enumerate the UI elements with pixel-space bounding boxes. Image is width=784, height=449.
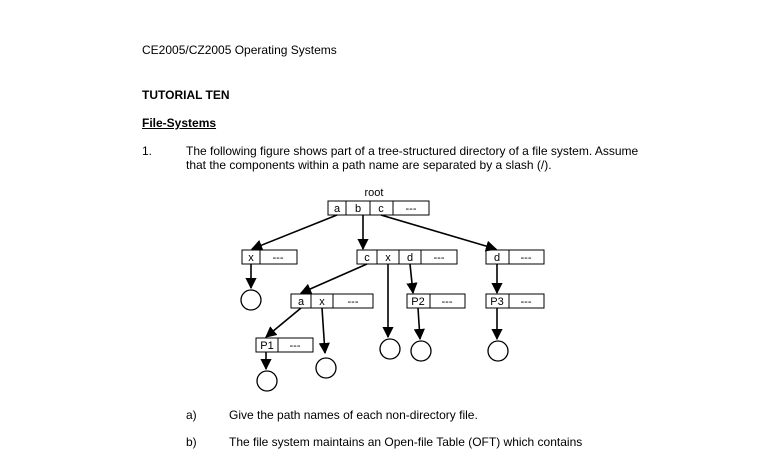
question-number: 1.: [142, 144, 153, 158]
file-nodes: [240, 289, 509, 392]
root-entry-c: c: [378, 203, 384, 215]
root-entry-a: a: [334, 203, 341, 215]
root-directory: [327, 200, 430, 216]
dir-d-entry-d: d: [494, 252, 500, 264]
subquestion-a-text: Give the path names of each non-director…: [229, 408, 478, 422]
file-node-cx: [379, 338, 401, 360]
directory-cxd: [356, 249, 458, 265]
section-title: File-Systems: [142, 116, 217, 130]
file-node-ax: [315, 357, 337, 379]
root-entry-b: b: [355, 203, 361, 215]
file-node-p2: [410, 340, 432, 362]
dir-ax-entry-x: x: [319, 296, 325, 308]
dir-x-entry-more: ---: [273, 252, 284, 264]
file-entry-p3: [485, 293, 545, 309]
dir-ax-entry-a: a: [298, 296, 305, 308]
file-node-x: [240, 289, 262, 311]
p2-label: P2: [411, 296, 424, 308]
file-entry-p2: [406, 293, 466, 309]
subquestion-b-text: The file system maintains an Open-file T…: [229, 435, 583, 449]
root-entry-more: ---: [406, 203, 417, 215]
directory-ax: [290, 293, 374, 309]
dir-cxd-entry-more: ---: [434, 252, 445, 264]
dir-ax-entry-more: ---: [348, 296, 359, 308]
file-node-p3: [487, 340, 509, 362]
p1-label: P1: [260, 340, 273, 352]
p2-entry-more: ---: [442, 296, 453, 308]
tree-arrows: [245, 214, 503, 371]
p3-label: P3: [490, 296, 503, 308]
question-text-line1: The following figure shows part of a tre…: [186, 144, 639, 158]
tutorial-title: TUTORIAL TEN: [142, 88, 230, 102]
root-label: root: [365, 187, 384, 199]
question-text-line2: that the components within a path name a…: [186, 158, 552, 172]
subquestion-a-label: a): [186, 408, 197, 422]
dir-d-entry-more: ---: [521, 252, 532, 264]
p1-entry-more: ---: [290, 340, 301, 352]
p3-entry-more: ---: [521, 296, 532, 308]
dir-cxd-entry-c: c: [364, 252, 370, 264]
dir-cxd-entry-x: x: [385, 252, 391, 264]
file-node-p1: [256, 370, 278, 392]
directory-d: [485, 249, 545, 265]
file-entry-p1: [255, 337, 314, 353]
subquestion-b-label: b): [186, 435, 197, 449]
dir-cxd-entry-d: d: [407, 252, 413, 264]
directory-x: [241, 249, 298, 265]
course-title: CE2005/CZ2005 Operating Systems: [142, 43, 337, 57]
dir-x-entry-x: x: [248, 252, 254, 264]
